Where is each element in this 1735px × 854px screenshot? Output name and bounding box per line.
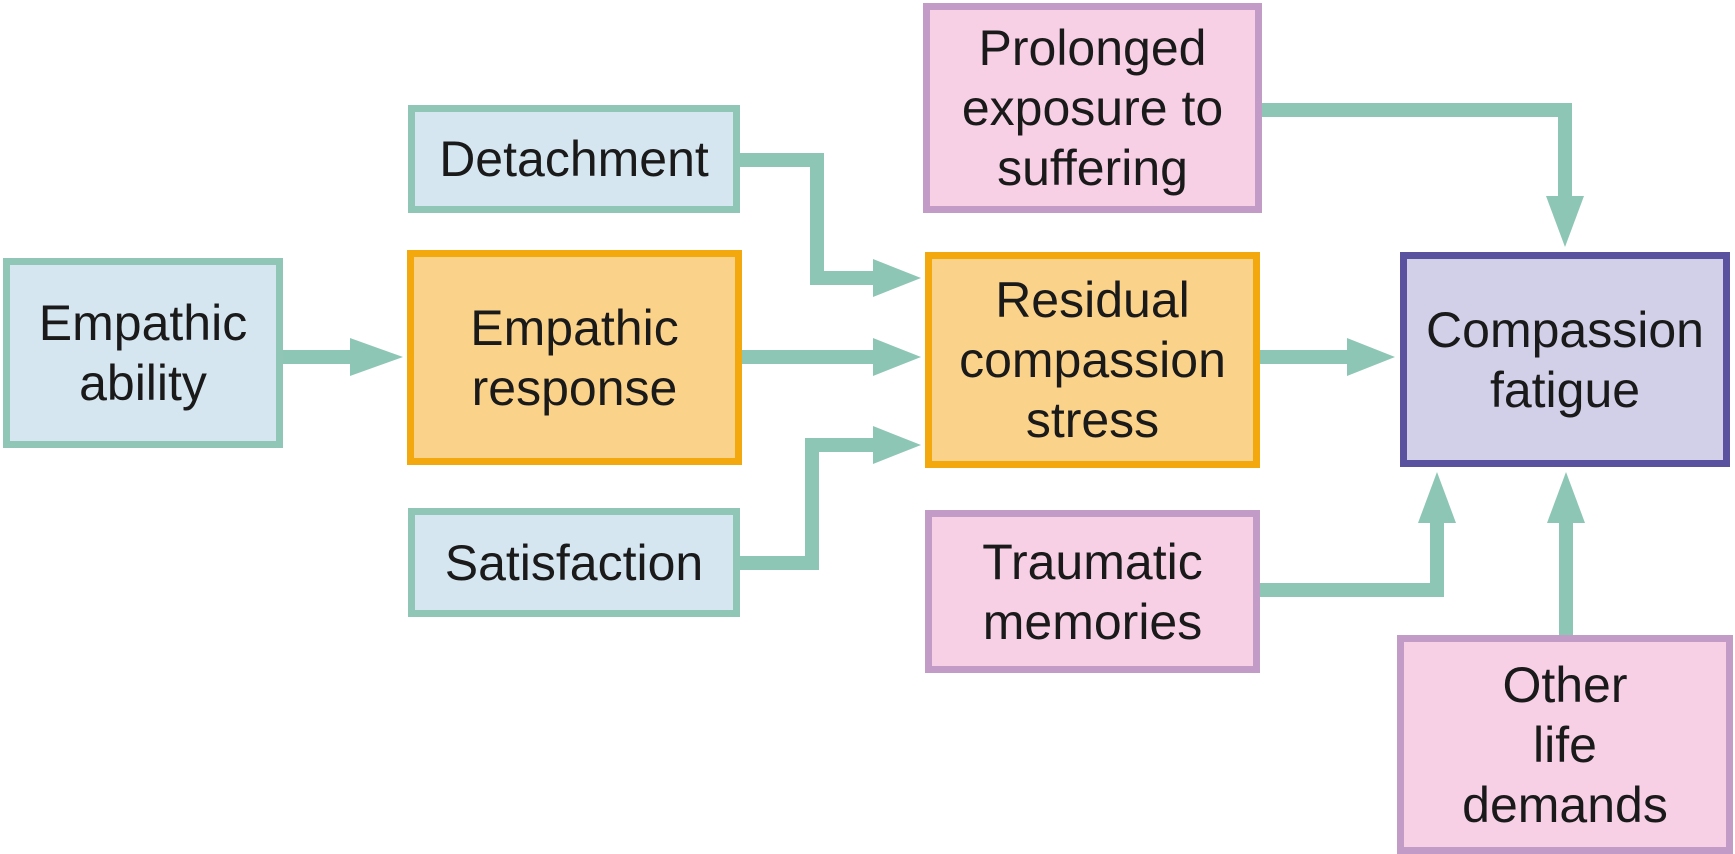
arrow-traumatic-to-fatigue xyxy=(1260,472,1456,597)
node-residual-compassion-stress: Residual compassion stress xyxy=(925,252,1260,468)
node-prolonged-exposure-label: Prolonged exposure to suffering xyxy=(961,20,1224,196)
node-compassion-fatigue: Compassion fatigue xyxy=(1400,252,1730,467)
arrow-residual-to-fatigue xyxy=(1260,338,1395,376)
node-empathic-response-label: Empathic response xyxy=(470,299,679,416)
node-other-life-demands-label: Other life demands xyxy=(1462,656,1668,833)
node-detachment: Detachment xyxy=(408,105,740,213)
node-empathic-ability: Empathic ability xyxy=(3,258,283,448)
node-empathic-ability-label: Empathic ability xyxy=(38,295,248,411)
arrow-satisfaction-to-residual xyxy=(740,426,921,570)
node-empathic-response: Empathic response xyxy=(407,250,742,465)
node-other-life-demands: Other life demands xyxy=(1397,635,1733,854)
node-prolonged-exposure: Prolonged exposure to suffering xyxy=(923,3,1262,213)
node-detachment-label: Detachment xyxy=(439,131,709,187)
node-satisfaction-label: Satisfaction xyxy=(444,534,704,591)
node-satisfaction: Satisfaction xyxy=(408,508,740,617)
node-traumatic-memories-label: Traumatic memories xyxy=(982,533,1203,650)
arrow-response-to-residual xyxy=(742,338,921,376)
arrow-detachment-to-residual xyxy=(740,153,921,297)
node-compassion-fatigue-label: Compassion fatigue xyxy=(1426,301,1704,418)
arrow-ability-to-response xyxy=(283,338,403,376)
node-residual-compassion-stress-label: Residual compassion stress xyxy=(959,272,1226,448)
node-traumatic-memories: Traumatic memories xyxy=(925,510,1260,673)
arrow-other-to-fatigue xyxy=(1547,472,1585,640)
arrow-prolonged-to-fatigue xyxy=(1262,103,1584,247)
